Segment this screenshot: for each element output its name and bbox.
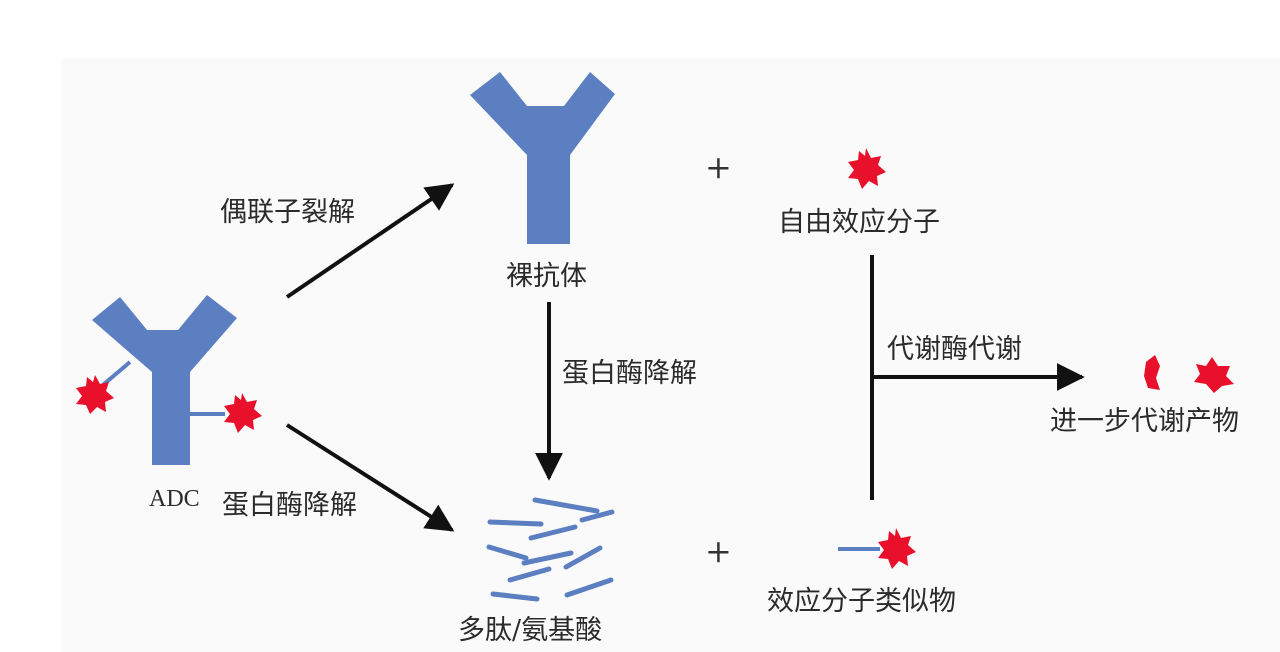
peptide-fragment: [486, 544, 529, 561]
naked-antibody-shape: [470, 72, 615, 244]
diagram-background: [62, 58, 1280, 652]
naked-antibody-label: 裸抗体: [506, 261, 587, 292]
effector-analog-icon: [878, 528, 916, 569]
peptide-fragment: [563, 545, 603, 570]
metabolic-enzyme-label: 代谢酶代谢: [887, 334, 1022, 365]
plus-sign-top: +: [705, 148, 732, 186]
effector-analog-label: 效应分子类似物: [767, 586, 956, 617]
adc-antibody-shape: [92, 295, 237, 465]
linker-cleavage-label: 偶联子裂解: [220, 197, 355, 228]
plus-sign-bottom: +: [705, 532, 732, 570]
adc-molecule: [76, 295, 262, 465]
peptide-fragment: [532, 497, 600, 514]
peptide-fragment: [521, 550, 574, 566]
adc-left-payload-icon: [76, 375, 114, 414]
peptide-fragment: [490, 591, 540, 602]
arrow-protease-degradation-lower: [285, 423, 455, 532]
peptide-fragment: [579, 509, 615, 523]
free-effector-label: 自由效应分子: [778, 207, 940, 238]
protease-degradation-lower-label: 蛋白酶降解: [222, 490, 357, 521]
arrow-linker-cleavage: [285, 183, 455, 299]
adc-label: ADC: [149, 486, 200, 512]
adc-right-payload-icon: [224, 393, 262, 433]
further-metabolites-label: 进一步代谢产物: [1050, 406, 1239, 437]
metabolite-fragment-left-icon: [1144, 355, 1160, 390]
protease-degradation-vertical-label: 蛋白酶降解: [562, 358, 697, 389]
peptide-fragment: [564, 577, 614, 598]
free-effector-icon: [848, 148, 886, 189]
peptide-fragment: [528, 524, 578, 541]
metabolite-fragment-right-icon: [1194, 357, 1234, 393]
peptides-amino-acids-label: 多肽/氨基酸: [458, 615, 603, 646]
peptide-fragment: [507, 566, 552, 583]
peptide-fragment: [487, 519, 544, 527]
peptide-fragments: [486, 497, 615, 602]
